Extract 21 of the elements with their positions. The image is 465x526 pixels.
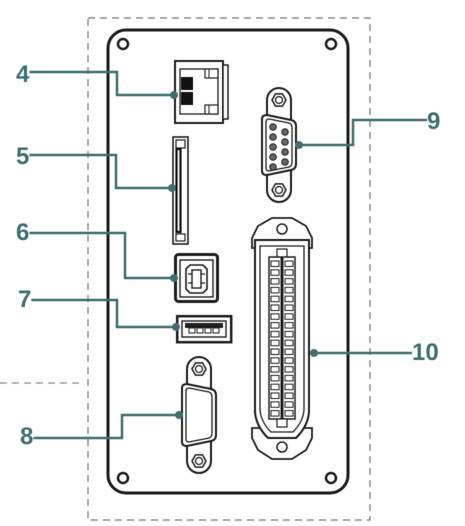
usb-a-port (176, 315, 233, 344)
serial-port-drawing (259, 87, 299, 203)
callout-number: 8 (20, 425, 34, 449)
d-sub-port (179, 356, 219, 474)
callout-number: 5 (16, 145, 30, 169)
leader-line (33, 411, 183, 440)
ethernet-port (174, 60, 230, 124)
memory-card-slot (172, 136, 190, 246)
leader-line (295, 118, 427, 149)
leader-line (31, 298, 180, 331)
leader-line (29, 154, 176, 192)
leader-line (29, 232, 178, 282)
parallel-port-drawing (250, 216, 314, 461)
callout-number: 10 (412, 341, 439, 365)
callout-number: 6 (16, 221, 30, 245)
leader-line (310, 349, 412, 357)
callout-number: 4 (16, 63, 30, 87)
usb-b-port (174, 253, 220, 304)
callout-number: 7 (18, 288, 32, 312)
leader-line (29, 70, 178, 99)
callout-number: 9 (427, 110, 440, 134)
